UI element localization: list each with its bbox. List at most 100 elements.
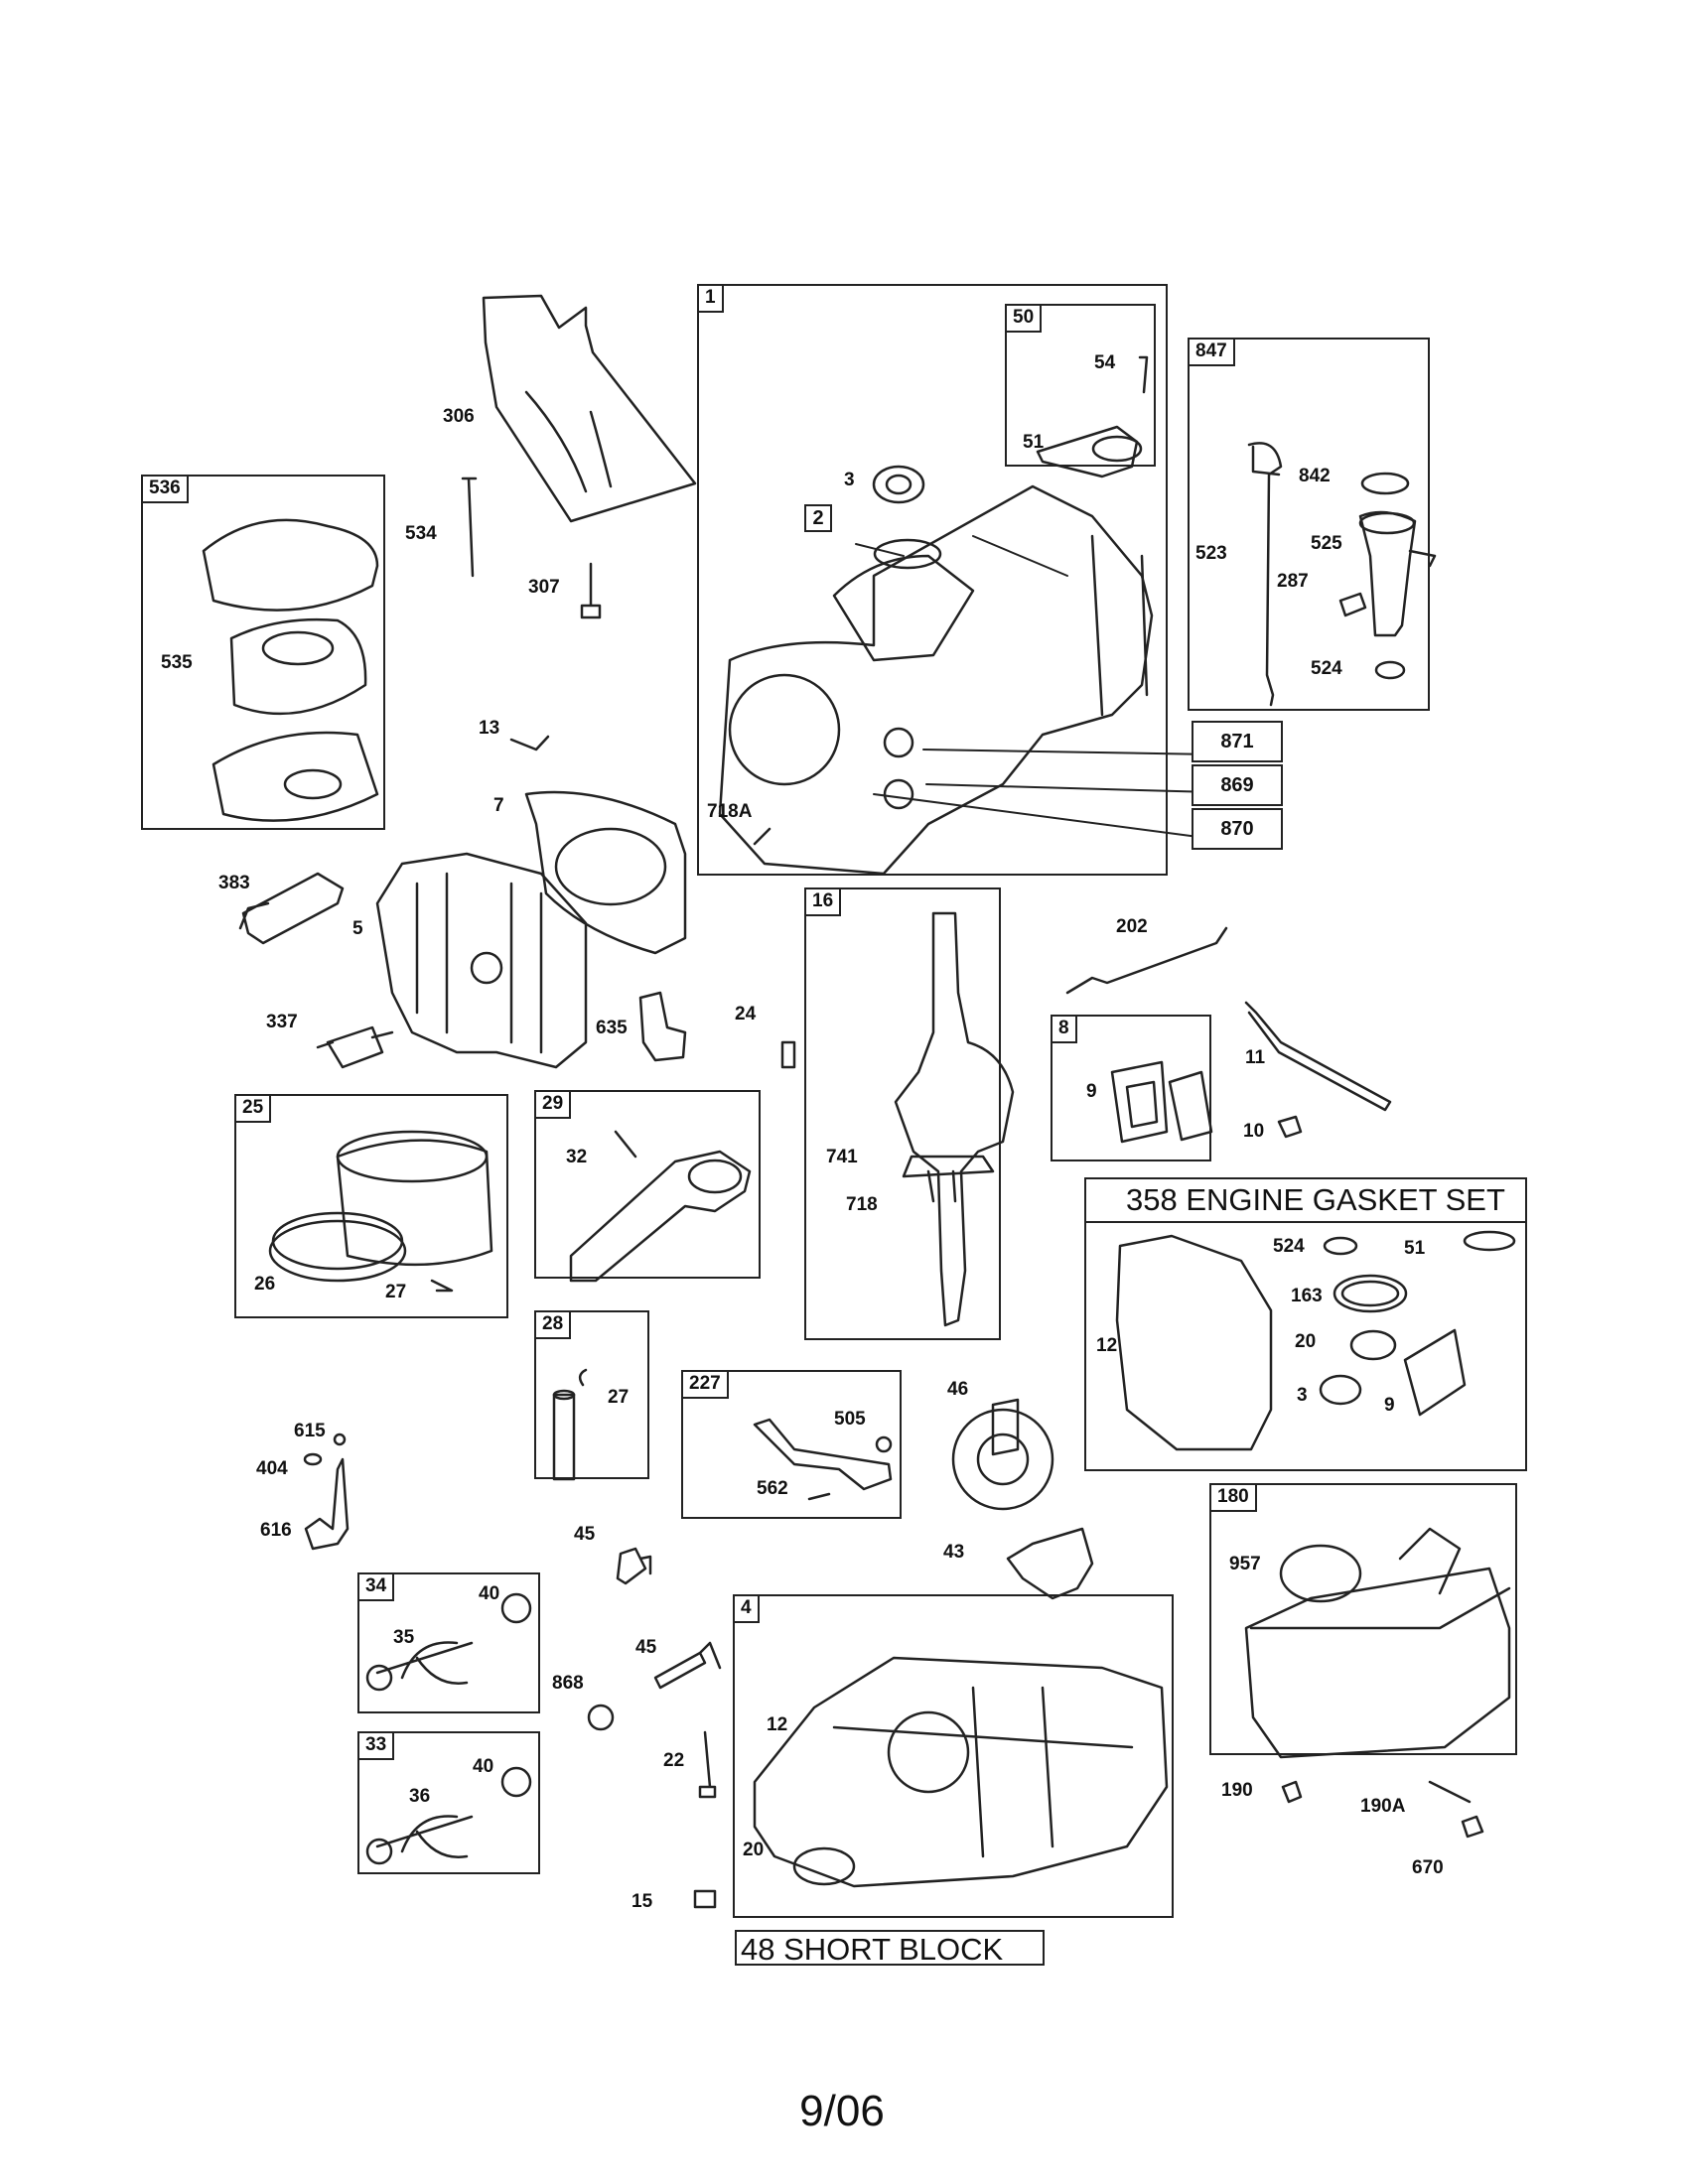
box-tag: 1 [697,284,724,313]
part-label: 3 [844,470,855,490]
part-label: 307 [528,577,560,598]
part-label: 718 [846,1194,878,1215]
part-label: 190 [1221,1780,1253,1801]
box-sump: 4 [733,1594,1174,1918]
part-label: 27 [385,1282,407,1302]
breather-drawing [1036,425,1139,478]
part-label: 615 [294,1421,326,1441]
part-label: 535 [161,652,193,673]
part-label: 24 [735,1004,757,1024]
box-cylinder-assembly: 1 [697,284,1168,876]
part-label: 190A [1360,1796,1406,1817]
intake-elbow-drawing [638,991,687,1062]
box-tag: 25 [234,1094,272,1123]
part-label: 718A [707,801,753,822]
box-tag: 847 [1188,338,1235,366]
part-label: 306 [443,406,475,427]
part-label: 43 [943,1542,965,1563]
part-label: 3 [1297,1385,1308,1406]
part-label: 562 [757,1478,788,1499]
part-label: 36 [409,1786,431,1807]
box-tag: 227 [681,1370,729,1399]
part-label: 10 [1243,1121,1265,1142]
part-label: 35 [393,1627,415,1648]
box-breather: 50 [1005,304,1156,467]
box-dipstick: 847 [1188,338,1430,711]
box-connecting-rod: 29 [534,1090,761,1279]
head-gasket-drawing [524,790,687,955]
part-label: 505 [834,1409,866,1430]
part-label: 524 [1273,1236,1305,1257]
heat-shield-drawing [482,294,697,523]
part-label: 868 [552,1673,584,1694]
box-fuel-tank: 180 [1209,1483,1517,1755]
part-label: 404 [256,1458,288,1479]
piston-drawing [336,1139,493,1267]
part-label: 534 [405,523,437,544]
part-label: 45 [574,1524,596,1545]
part-label: 202 [1116,916,1148,937]
crankcase-gasket-drawing [1115,1234,1273,1451]
part-label: 54 [1094,352,1116,373]
box-tag: 16 [804,887,842,916]
part-label: 12 [1096,1335,1118,1356]
bolt-307-drawing [580,562,602,619]
short-block-title: 48 SHORT BLOCK [741,1932,1004,1967]
part-label: 46 [947,1379,969,1400]
air-cleaner-cover-drawing [202,518,379,612]
box-gaskets-8: 8 [1051,1015,1211,1161]
box-short-block-title [735,1930,1045,1966]
part-label: 7 [493,795,504,816]
fuel-tank-drawing [1244,1567,1511,1759]
ref-box-869: 869 [1192,764,1283,806]
part-label: 22 [663,1750,685,1771]
part-label: 5 [352,918,363,939]
spark-plug-drawing [316,1025,394,1069]
page-date: 9/06 [799,2087,885,2135]
cam-gear-drawing [951,1408,1054,1511]
box-intake-valve: 33 [357,1731,540,1874]
part-label: 20 [1295,1331,1317,1352]
part-label: 26 [254,1274,276,1295]
ref-box-870: 870 [1192,808,1283,850]
connecting-rod-drawing [569,1150,752,1283]
part-label: 842 [1299,466,1331,486]
part-label: 32 [566,1147,588,1167]
box-tag: 50 [1005,304,1043,333]
ref-box-2: 2 [804,504,832,532]
ref-box-871: 871 [1192,721,1283,762]
long-bolt-drawing [461,477,478,578]
part-label: 523 [1195,543,1227,564]
box-tag: 34 [357,1572,395,1601]
part-label: 524 [1311,658,1342,679]
box-piston: 25 [234,1094,508,1318]
part-label: 741 [826,1147,858,1167]
box-tag: 8 [1051,1015,1077,1043]
part-label: 957 [1229,1554,1261,1574]
part-label: 9 [1086,1081,1097,1102]
box-exhaust-valve: 34 [357,1572,540,1713]
part-label: 9 [1384,1395,1395,1416]
box-tag: 28 [534,1310,572,1339]
part-label: 13 [479,718,500,739]
box-crankshaft: 16 [804,887,1001,1340]
box-wrist-pin: 28 [534,1310,649,1479]
part-label: 287 [1277,571,1309,592]
part-label: 15 [632,1891,653,1912]
air-cleaner-base-drawing [211,731,379,822]
box-tag: 180 [1209,1483,1257,1512]
part-label: 40 [473,1756,494,1777]
box-tag: 29 [534,1090,572,1119]
gasket-set-title: 358 ENGINE GASKET SET [1126,1182,1505,1217]
part-label: 383 [218,873,250,893]
part-label: 45 [635,1637,657,1658]
part-label: 40 [479,1583,500,1604]
box-tag: 4 [733,1594,760,1623]
part-label: 616 [260,1520,292,1541]
sump-drawing [753,1656,1169,1888]
part-label: 20 [743,1840,765,1860]
part-label: 635 [596,1018,628,1038]
part-label: 12 [767,1714,788,1735]
